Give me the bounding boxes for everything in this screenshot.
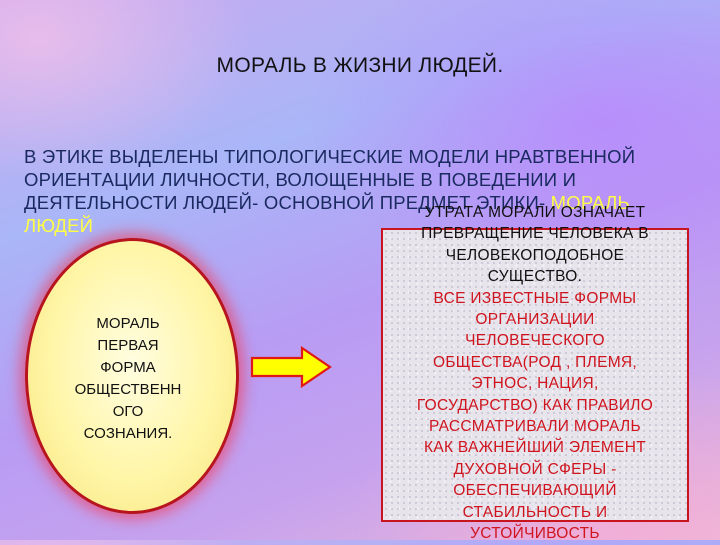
intro-paragraph: В ЭТИКЕ ВЫДЕЛЕНЫ ТИПОЛОГИЧЕСКИЕ МОДЕЛИ Н… xyxy=(24,145,664,237)
box-line-red: КАК ВАЖНЕЙШИЙ ЭЛЕМЕНТ xyxy=(424,439,646,457)
box-line-red: ВСЕ ИЗВЕСТНЫЕ ФОРМЫ xyxy=(433,289,637,307)
box-line-red: РАССМАТРИВАЛИ МОРАЛЬ xyxy=(429,418,641,436)
box-line-red: ОРГАНИЗАЦИИ xyxy=(475,311,595,329)
box-line: УТРАТА МОРАЛИ ОЗНАЧАЕТ xyxy=(424,204,646,221)
ellipse-line: ОБЩЕСТВЕНН xyxy=(74,381,182,398)
loss-of-morality-box xyxy=(381,228,689,522)
box-line-red: ГОСУДАРСТВО) КАК ПРАВИЛО xyxy=(416,396,654,414)
box-line-red: ОБЩЕСТВА(РОД , ПЛЕМЯ, xyxy=(432,353,638,371)
box-line-red: ОБЕСПЕЧИВАЮЩИЙ xyxy=(453,482,617,500)
box-line: ПРЕВРАЩЕНИЕ ЧЕЛОВЕКА В xyxy=(421,225,649,243)
ellipse-line: ФОРМА xyxy=(100,359,156,376)
right-arrow-icon xyxy=(250,346,332,388)
slide-title: МОРАЛЬ В ЖИЗНИ ЛЮДЕЙ. xyxy=(216,54,504,77)
box-line-red: СТАБИЛЬНОСТЬ И xyxy=(462,503,608,521)
box-line: СУЩЕСТВО. xyxy=(487,268,583,286)
intro-highlight: МОРАЛЬ ЛЮДЕЙ xyxy=(24,192,630,236)
ellipse-text: МОРАЛЬ ПЕРВАЯ ФОРМА ОБЩЕСТВЕНН ОГО СОЗНА… xyxy=(35,313,221,445)
box-line: ЧЕЛОВЕКОПОДОБНОЕ xyxy=(445,246,625,264)
ellipse-line: МОРАЛЬ xyxy=(96,315,160,332)
box-text: УТРАТА МОРАЛИ ОЗНАЧАЕТ ПРЕВРАЩЕНИЕ ЧЕЛОВ… xyxy=(390,202,680,545)
box-line-red: ДУХОВНОЙ СФЕРЫ - xyxy=(453,460,617,478)
box-line-red: ЭТНОС, НАЦИЯ, xyxy=(471,375,599,393)
morality-ellipse xyxy=(25,238,239,514)
intro-text: В ЭТИКЕ ВЫДЕЛЕНЫ ТИПОЛОГИЧЕСКИЕ МОДЕЛИ Н… xyxy=(24,146,636,213)
ellipse-line: ПЕРВАЯ xyxy=(97,337,159,354)
box-line-red: ЧЕЛОВЕЧЕСКОГО xyxy=(465,332,605,350)
box-line-red: УСТОЙЧИВОСТЬ xyxy=(470,525,600,543)
ellipse-line: СОЗНАНИЯ. xyxy=(83,425,173,442)
ellipse-line: ОГО xyxy=(112,403,144,420)
